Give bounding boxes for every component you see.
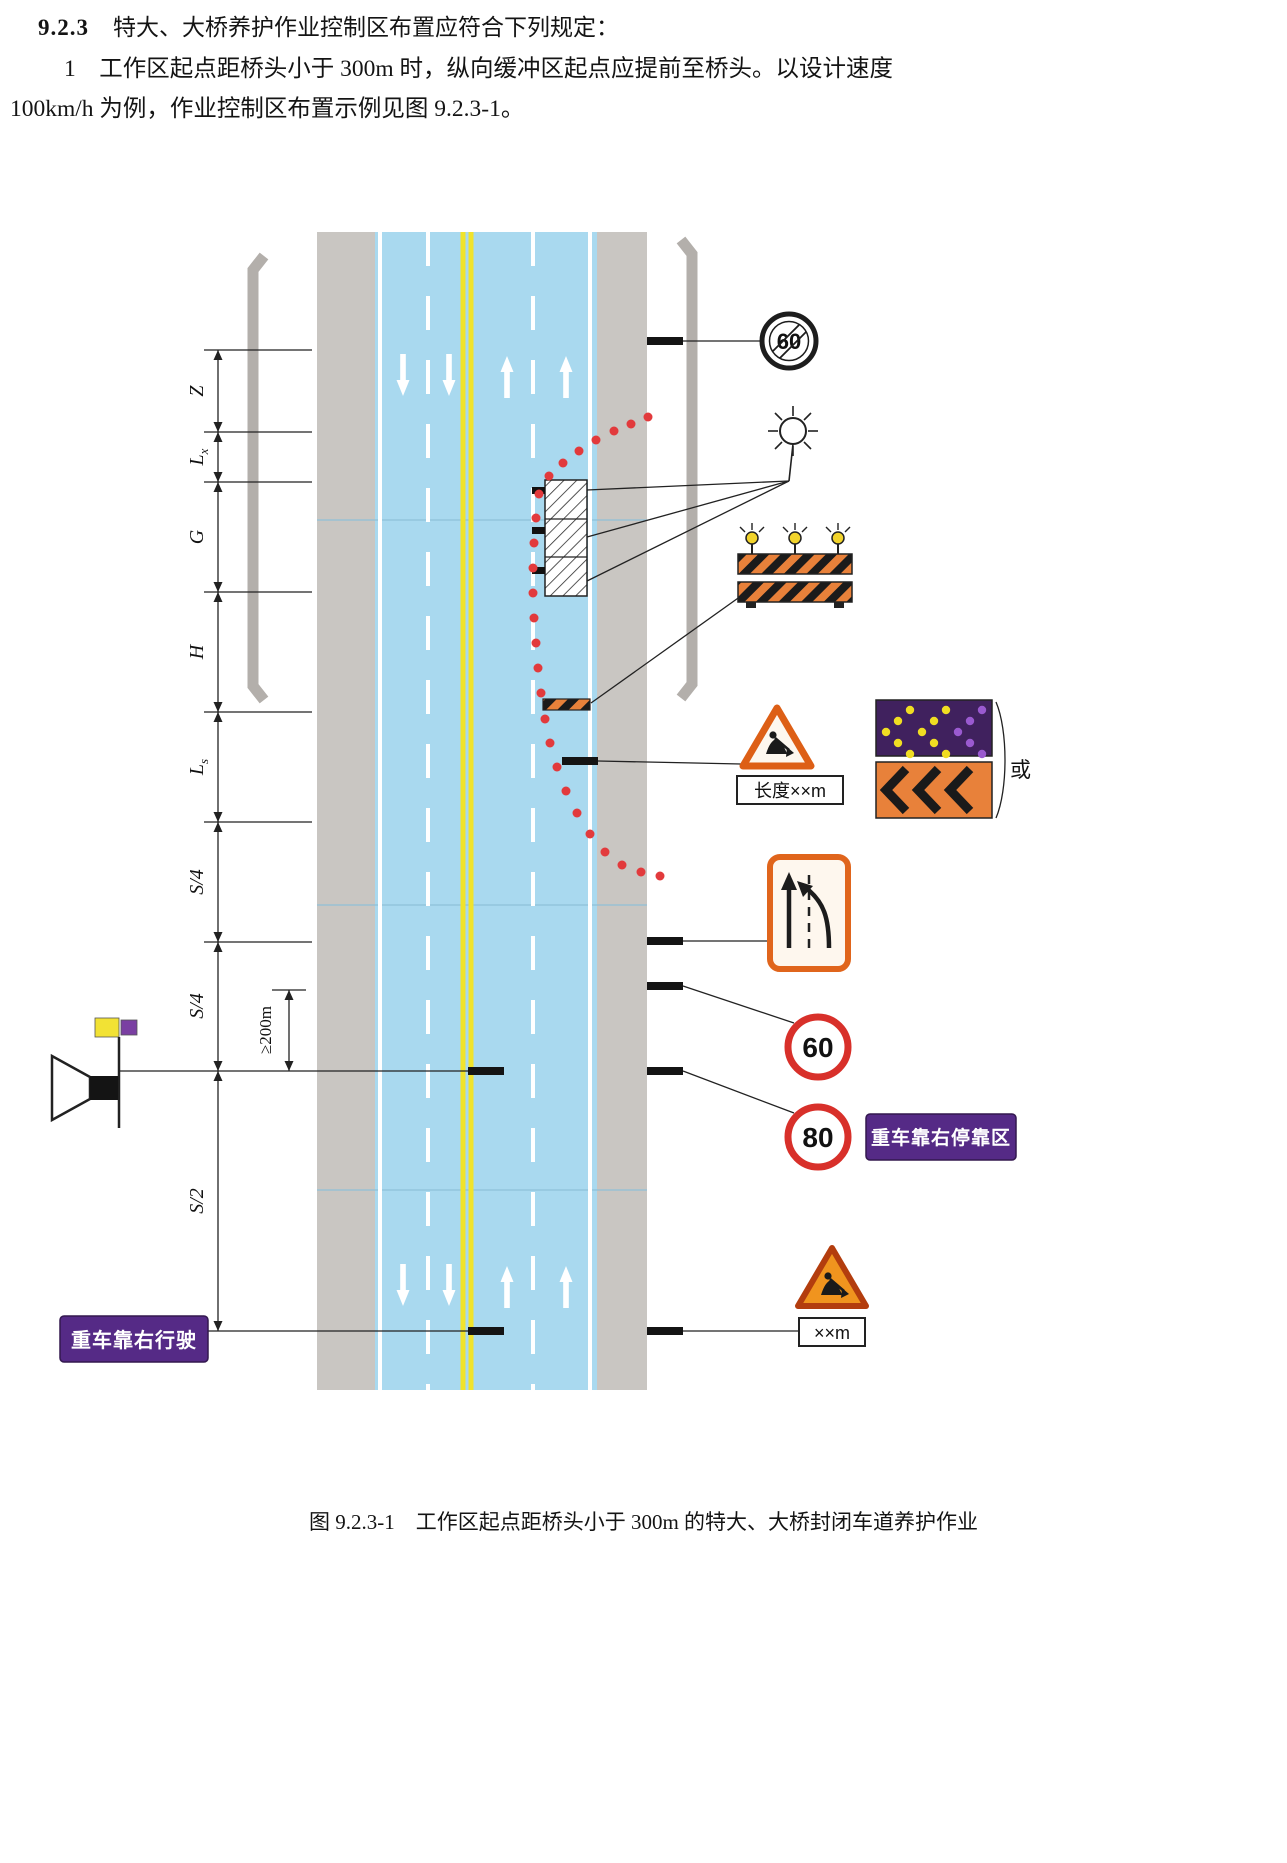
chevron-panel: [875, 761, 993, 819]
worker-warning-sign-bottom: ××m: [795, 1245, 869, 1347]
heavy-vehicle-keep-right-plate: 重车靠右行驶: [59, 1315, 209, 1363]
loudspeaker-icon: [50, 1017, 138, 1128]
sign-post: [647, 937, 683, 945]
vms-dot-matrix-board: [875, 699, 993, 759]
work-length-plate: 长度××m: [754, 781, 826, 801]
sign-posts: [468, 337, 683, 1335]
end-speed-limit-60-sign: 60: [759, 311, 819, 371]
barricade-lamp: [745, 531, 759, 545]
right-bridge-guardrail: [676, 236, 698, 702]
barricade-icon: [737, 523, 853, 608]
purple-flag-icon: [120, 1019, 138, 1036]
speed-limit-60-value: 60: [802, 1032, 833, 1063]
clause-heading: 9.2.3 特大、大桥养护作业控制区布置应符合下列规定：: [38, 6, 1088, 49]
distance-plate: ××m: [814, 1323, 850, 1343]
sign-post: [647, 1327, 683, 1335]
dim-label-s4b: S/4: [186, 993, 208, 1019]
dim-label-s2: S/2: [186, 1188, 208, 1214]
dim-label-g: G: [186, 529, 208, 544]
heavy-vehicle-keep-right-label: 重车靠右行驶: [71, 1328, 197, 1352]
dim-label-lx: Lx: [186, 448, 211, 466]
or-label: 或: [1010, 758, 1031, 782]
paragraph-line-2: 100km/h 为例，作业控制区布置示例见图 9.2.3-1。: [10, 96, 525, 122]
barricade-lamp: [788, 531, 802, 545]
figure-caption: 图 9.2.3-1 工作区起点距桥头小于 300m 的特大、大桥封闭车道养护作业: [308, 1510, 979, 1534]
road: [317, 232, 647, 1390]
lane-merge-sign: [767, 854, 851, 972]
sign-post: [647, 982, 683, 990]
sign-post: [468, 1327, 504, 1335]
speed-limit-60-sign: 60: [784, 1013, 852, 1081]
sign-post: [647, 337, 683, 345]
heavy-vehicle-park-label: 重车靠右停靠区: [871, 1126, 1011, 1149]
carriageway: [375, 232, 597, 1390]
dimension-chain: Z Lx G H Ls S/4 S/4 S/2: [186, 349, 312, 1331]
distance-200m-dimension: ≥200m: [256, 989, 306, 1071]
clause-title: 特大、大桥养护作业控制区布置应符合下列规定：: [113, 14, 619, 40]
sign-post: [647, 1067, 683, 1075]
dimension-arrowheads: [213, 350, 223, 1331]
dim-label-s4a: S/4: [186, 869, 208, 895]
clause-number: 9.2.3: [38, 15, 89, 40]
speed-limit-80-sign: 80: [784, 1103, 852, 1171]
speed-limit-80-value: 80: [802, 1122, 833, 1153]
dim-label-h: H: [186, 643, 208, 660]
dimension-labels: Z Lx G H Ls S/4 S/4 S/2: [186, 385, 211, 1214]
horn-cone: [50, 1053, 92, 1123]
horn-body: [90, 1076, 118, 1100]
cone-taper-line: [528, 412, 665, 881]
work-zone-hatched-area: [544, 479, 588, 597]
dim-label-z: Z: [186, 385, 208, 397]
right-shoulder: [597, 232, 647, 1390]
left-bridge-guardrail: [247, 252, 269, 704]
work-zone-end-barrier: [542, 698, 591, 711]
body-text: 9.2.3 特大、大桥养护作业控制区布置应符合下列规定： 1 工作区起点距桥头小于…: [10, 6, 1088, 129]
sign-post: [562, 757, 598, 765]
sign-post: [468, 1067, 504, 1075]
alternative-bracket: [995, 701, 1006, 819]
leader-lines: [120, 340, 798, 1332]
work-zone: [532, 479, 591, 711]
barricade-lamp: [831, 531, 845, 545]
worker-warning-sign: 长度××m: [736, 704, 844, 805]
paragraph-line-1: 1 工作区起点距桥头小于 300m 时，纵向缓冲区起点应提前至桥头。以设计速度: [64, 56, 894, 82]
dim-label-ls: Ls: [186, 759, 211, 776]
heavy-vehicle-park-plate: 重车靠右停靠区: [865, 1113, 1017, 1161]
warning-lamp-icon: [768, 406, 818, 482]
distance-200m-label: ≥200m: [256, 1006, 275, 1054]
left-shoulder: [317, 232, 375, 1390]
yellow-flag-icon: [94, 1017, 120, 1038]
